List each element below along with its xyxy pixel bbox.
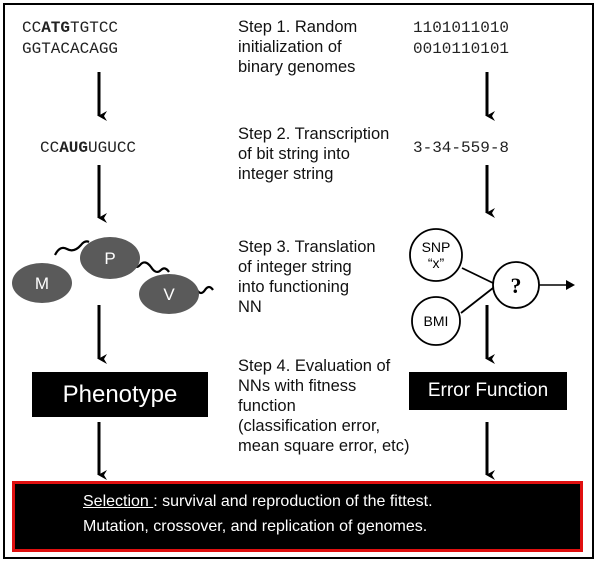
protein-node-p xyxy=(80,237,140,279)
bit-string-2: 0010110101 xyxy=(413,40,510,58)
protein-node-v xyxy=(139,274,199,314)
nn-label-bmi: BMI xyxy=(424,313,449,329)
dna-strand-top: CCATGTGTCC xyxy=(22,19,119,37)
nn-output-node xyxy=(492,261,540,309)
integer-string: 3-34-559-8 xyxy=(413,139,510,157)
nn-input-node-bmi xyxy=(411,296,461,346)
protein-label-v: V xyxy=(163,285,175,304)
nn-label-snp: SNP xyxy=(422,239,451,255)
dna-strand-bottom: GGTACACAGG xyxy=(22,40,119,58)
protein-chain xyxy=(54,240,214,295)
rna-sequence: CCAUGUGUCC xyxy=(40,139,137,157)
selection-keyword: Selection xyxy=(83,493,154,510)
step-2-text: Step 2. Transcription of bit string into… xyxy=(238,125,390,183)
selection-line-2: Mutation, crossover, and replication of … xyxy=(83,518,428,535)
selection-box: Selection : survival and reproduction of… xyxy=(12,481,583,552)
phenotype-label: Phenotype xyxy=(62,380,178,408)
bit-string-1: 1101011010 xyxy=(413,19,510,37)
step-3-text: Step 3. Translation of integer string in… xyxy=(238,238,376,316)
selection-line-1: Selection : survival and reproduction of… xyxy=(83,493,433,511)
neural-network xyxy=(409,228,575,346)
phenotype-box: Phenotype xyxy=(32,372,208,417)
error-function-label: Error Function xyxy=(427,380,549,401)
selection-description: : survival and reproduction of the fitte… xyxy=(153,493,433,510)
step-1-text: Step 1. Random initialization of binary … xyxy=(238,18,358,76)
error-function-box: Error Function xyxy=(409,372,567,410)
protein-nodes xyxy=(12,237,199,314)
protein-node-m xyxy=(12,263,72,303)
nn-input-node-snp xyxy=(409,228,463,282)
protein-label-m: M xyxy=(35,274,49,293)
nn-label-x: “x” xyxy=(428,255,445,271)
protein-label-p: P xyxy=(104,249,115,268)
nn-label-output: ? xyxy=(511,273,522,298)
step-4-text: Step 4. Evaluation of NNs with fitness f… xyxy=(238,357,410,455)
diagram-frame xyxy=(3,3,594,559)
